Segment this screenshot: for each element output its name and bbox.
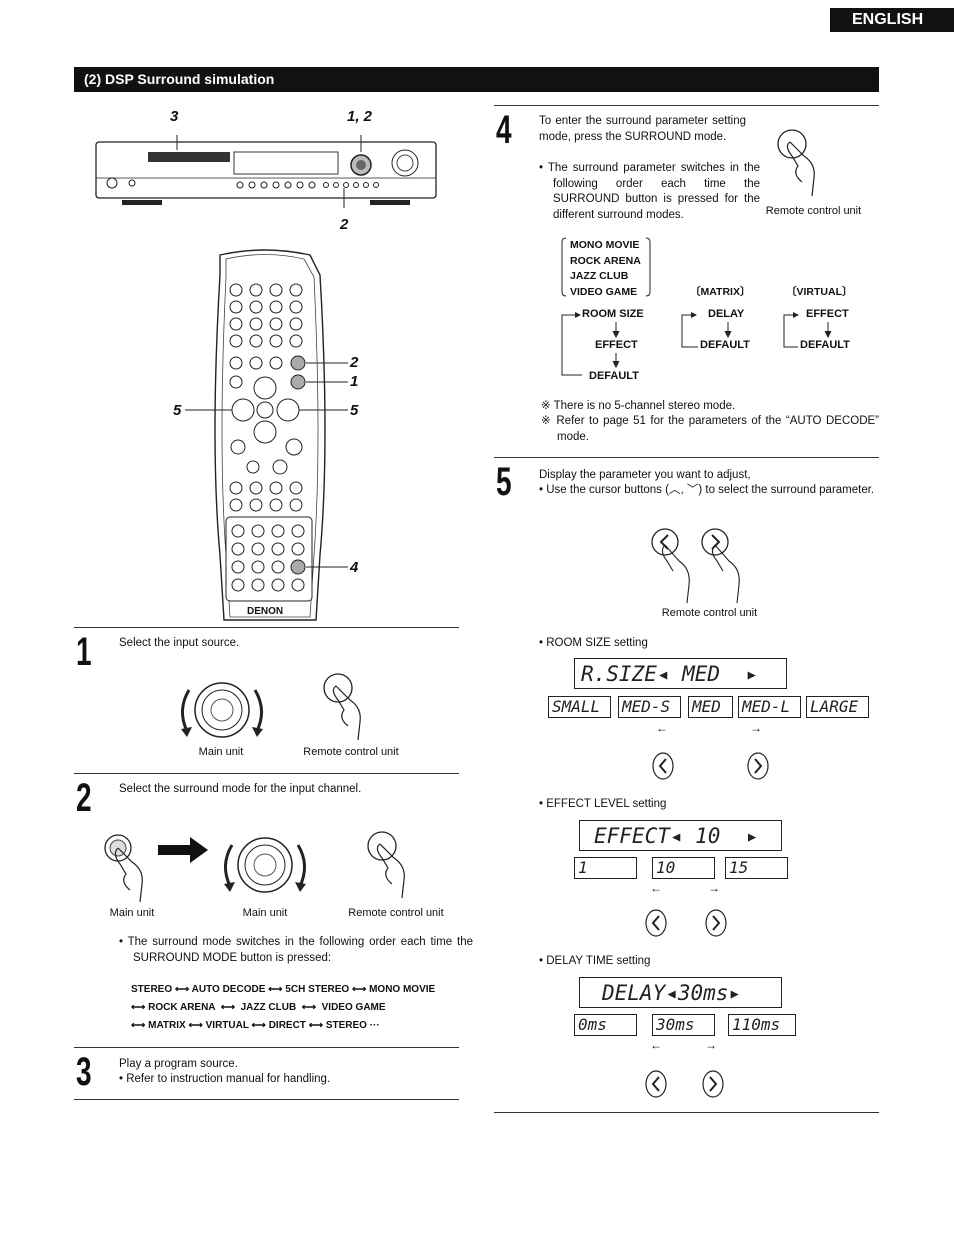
mode-group-list: MONO MOVIE ROCK ARENA JAZZ CLUB VIDEO GA… [570,239,641,298]
cursor-buttons-hand-icon [651,528,740,604]
param-default: DEFAULT [700,339,750,351]
callout-5-left: 5 [173,402,182,419]
step-2-number: 2 [76,776,92,820]
callout-5-right: 5 [350,402,359,419]
effect-level-display: EFFECT◂ 10 ▸ [579,820,782,851]
cursor-left-icon [645,909,667,937]
left-arrow: ← [650,881,662,895]
cursor-left-icon [652,752,674,780]
step-4-number: 4 [496,108,512,152]
callout-1-2: 1, 2 [347,108,373,125]
caption-main-unit: Main unit [242,907,288,919]
step-3-number: 3 [76,1050,92,1094]
mode-sequence-line: ⟷ MATRIX ⟷ VIRTUAL ⟷ DIRECT ⟷ STEREO ··· [131,1020,380,1031]
delay-time-display: DELAY◂30ms▸ [579,977,782,1008]
arrow-right-icon [158,837,208,863]
main-unit-illustration [95,135,437,208]
step-5-number: 5 [496,460,512,504]
cursor-right-icon [705,909,727,937]
callout-2-main: 2 [340,216,349,233]
step-1-text: Select the input source. [119,637,240,649]
cursor-right-icon [702,1070,724,1098]
step-1-number: 1 [76,630,92,674]
room-size-option: MED-S [618,696,681,718]
param-effect: EFFECT [595,339,638,351]
left-arrow: ← [656,721,668,735]
remote-control-illustration [185,249,348,621]
left-arrow: ← [650,1038,662,1052]
note-1: ※ There is no 5-channel stereo mode. [541,400,736,412]
callout-1-remote: 1 [350,373,359,390]
step-3-bullet: • Refer to instruction manual for handli… [119,1073,331,1085]
callout-2-remote: 2 [350,354,359,371]
mode-sequence-line: ⟷ ROCK ARENA ⟷ JAZZ CLUB ⟷ VIDEO GAME [131,1002,386,1013]
callout-3: 3 [170,108,179,125]
step-4-bullet: • The surround parameter switches in the… [539,162,760,221]
section-title: (2) DSP Surround simulation [74,67,879,92]
caption-remote-unit: Remote control unit [348,907,444,919]
delay-time-option: 30ms [652,1014,715,1036]
hand-press-icon [367,831,405,899]
hand-press-icon [777,129,815,197]
remote-brand: DENON [247,606,284,617]
room-size-option: MED [688,696,733,718]
divider [74,627,459,628]
step-5-bullet: • Use the cursor buttons (︿, ﹀) to selec… [539,484,875,496]
parameter-flow-diagram [561,312,832,376]
caption-main-unit: Main unit [109,907,155,919]
mode-matrix: 〔MATRIX〕 [690,286,751,298]
room-size-display: R.SIZE◂ MED ▸ [574,658,787,689]
divider [494,457,879,458]
mode-virtual: 〔VIRTUAL〕 [786,286,853,298]
mode-sequence-line: STEREO ⟷ AUTO DECODE ⟷ 5CH STEREO ⟷ MONO… [131,984,436,995]
divider [74,773,459,774]
cursor-right-icon [747,752,769,780]
input-knob-icon [181,682,263,738]
effect-level-label: • EFFECT LEVEL setting [539,798,667,810]
language-tab: ENGLISH [830,8,954,32]
step-2-text: Select the surround mode for the input c… [119,783,362,795]
room-size-option: MED-L [738,696,801,718]
caption-remote-unit: Remote control unit [661,607,758,619]
caption-remote-unit: Remote control unit [765,205,862,217]
room-size-option: LARGE [806,696,869,718]
effect-level-option: 10 [652,857,715,879]
delay-time-option: 110ms [728,1014,796,1036]
callout-4-remote: 4 [350,559,359,576]
step-3-text: Play a program source. [119,1058,238,1070]
mode-group-bracket [561,237,651,297]
step-5-text: Display the parameter you want to adjust… [539,469,751,481]
input-knob-icon [224,837,306,893]
cursor-left-icon [645,1070,667,1098]
delay-time-option: 0ms [574,1014,637,1036]
step-4-text: To enter the surround parameter setting … [539,115,746,143]
effect-level-option: 15 [725,857,788,879]
param-default: DEFAULT [800,339,850,351]
hand-press-icon [323,673,361,741]
hand-press-icon [104,834,143,903]
param-effect: EFFECT [806,308,849,320]
right-arrow: → [750,721,762,735]
right-arrow: → [708,881,720,895]
effect-level-option: 1 [574,857,637,879]
divider [74,1099,459,1100]
caption-remote-unit: Remote control unit [303,746,399,758]
right-arrow: → [705,1038,717,1052]
note-2: ※ Refer to page 51 for the parameters of… [541,415,879,443]
param-room-size: ROOM SIZE [582,308,644,320]
caption-main-unit: Main unit [198,746,244,758]
divider [74,1047,459,1048]
step-2-bullet: • The surround mode switches in the foll… [119,936,474,964]
divider [494,1112,879,1113]
param-default: DEFAULT [589,370,639,382]
param-delay: DELAY [708,308,745,320]
room-size-option: SMALL [548,696,611,718]
room-size-label: • ROOM SIZE setting [539,637,648,649]
divider [494,105,879,106]
delay-time-label: • DELAY TIME setting [539,955,651,967]
